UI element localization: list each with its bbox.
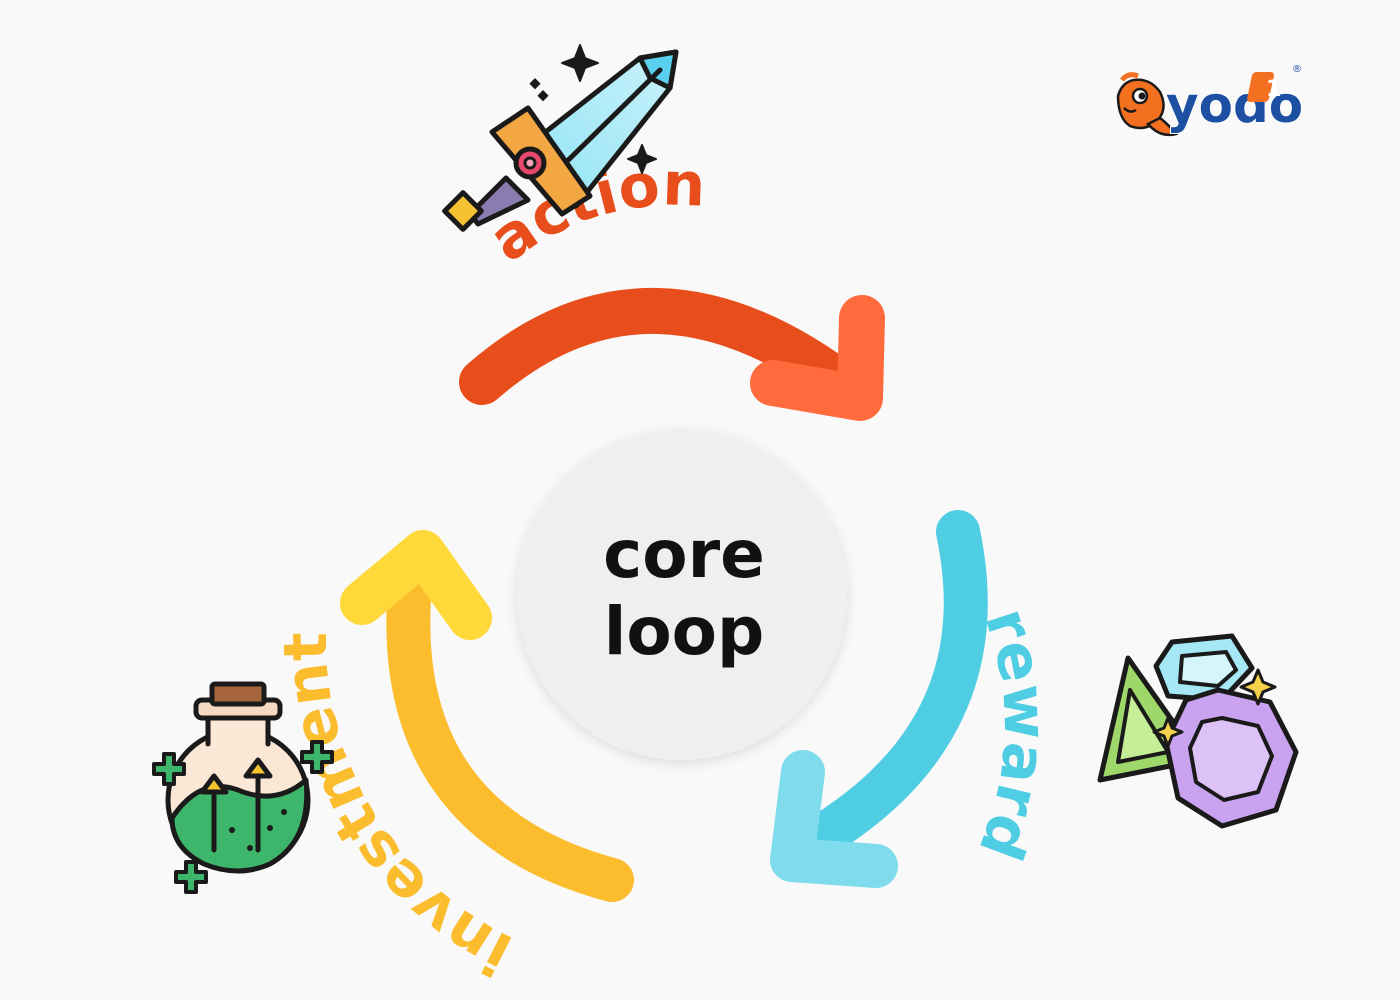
reward-label: reward: [964, 600, 1060, 869]
action-arrow-shaft: [459, 288, 875, 415]
plus-sparkle-icon: [152, 740, 334, 894]
sparkle-icon: [627, 144, 657, 174]
sword-icon: [442, 44, 679, 232]
investment-arrow: [340, 530, 634, 902]
brand-logo-trademark: ®: [1292, 64, 1302, 75]
center-title-line2: loop: [604, 593, 765, 670]
action-arrow: [459, 288, 885, 421]
potion-icon: [152, 681, 334, 894]
brand-logo-badge-text: 1: [1266, 77, 1281, 102]
investment-arrow-head: [340, 530, 492, 640]
brand-logo: yodo 1 ®: [1116, 64, 1304, 137]
sparkle-icon: [561, 44, 599, 82]
reward-arrow: [770, 510, 988, 888]
center-node: core loop: [517, 430, 847, 760]
reward-arrow-shaft: [793, 510, 988, 862]
potion-liquid: [169, 777, 310, 874]
gems-icon: [1097, 633, 1299, 829]
center-circle: [517, 430, 847, 760]
sparkle-icon: [1239, 668, 1277, 706]
action-arrow-head: [750, 295, 885, 421]
sword-pommel: [442, 190, 484, 232]
up-arrow-icon: [243, 757, 273, 779]
reward-label-text: reward: [964, 600, 1060, 869]
reward-arrow-head: [770, 750, 898, 888]
brand-logo-text: yodo: [1166, 76, 1303, 134]
sparkle-icon: [1152, 716, 1184, 748]
investment-arrow-shaft: [386, 563, 634, 902]
center-title-line1: core: [603, 516, 765, 593]
potion-cork: [209, 681, 267, 707]
up-arrow-icon: [199, 773, 229, 795]
brand-logo-badge: [1247, 72, 1274, 102]
goldfish-icon: [1116, 72, 1179, 137]
sword-grip: [467, 175, 531, 227]
